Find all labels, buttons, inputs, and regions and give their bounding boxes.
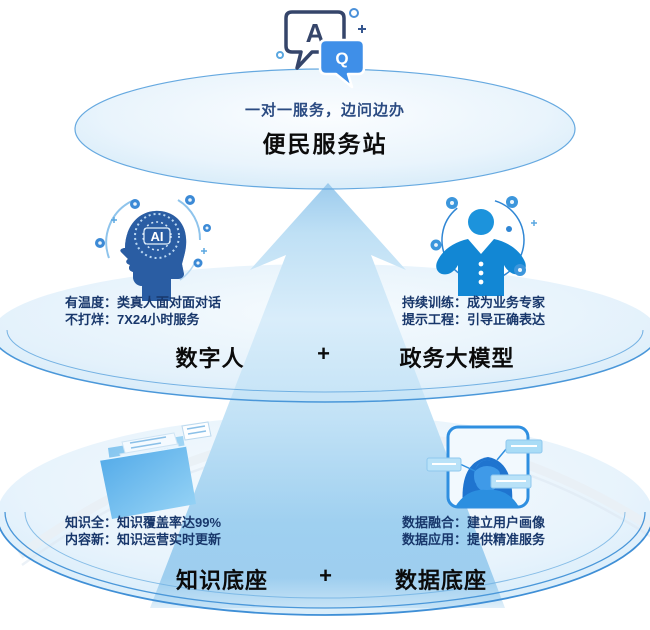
expert-person — [436, 209, 526, 296]
gov-model-features: 持续训练：成为业务专家 提示工程：引导正确表达 — [402, 294, 545, 328]
digital-human-features: 有温度：类真人面对面对话 不打烊：7X24小时服务 — [65, 294, 221, 328]
user-profile-icon — [426, 425, 543, 509]
feature-line: 有温度：类真人面对面对话 — [65, 295, 222, 310]
answer-letter: A — [306, 18, 325, 48]
business-expert-icon — [430, 196, 537, 296]
feature-line: 提示工程：引导正确表达 — [402, 312, 546, 327]
feature-line: 知识全：知识覆盖率达99% — [65, 515, 222, 530]
top-title: 便民服务站 — [262, 131, 388, 157]
ai-digital-human-icon: AI — [95, 195, 211, 301]
chat-qa-icon: A Q — [276, 8, 366, 89]
ai-label: AI — [151, 229, 164, 244]
woman-silhouette — [455, 457, 519, 507]
knowledge-base-features: 知识全：知识覆盖率达99% 内容新：知识运营实时更新 — [65, 514, 221, 548]
label-knowledge-base: 知识底座 — [175, 568, 268, 593]
plus-sign-middle: + — [317, 341, 331, 366]
profile-data-tags — [426, 439, 543, 489]
top-subtitle: 一对一服务，边问边办 — [244, 102, 405, 119]
knowledge-folder-icon — [99, 421, 212, 519]
plus-sign-bottom: + — [319, 563, 333, 588]
feature-line: 内容新：知识运营实时更新 — [65, 532, 222, 547]
feature-line: 数据融合：建立用户画像 — [402, 515, 546, 530]
feature-line: 持续训练：成为业务专家 — [402, 295, 546, 310]
feature-line: 不打烊：7X24小时服务 — [65, 312, 200, 327]
question-letter: Q — [335, 49, 348, 68]
label-digital-human: 数字人 — [175, 346, 245, 371]
label-data-base: 数据底座 — [394, 568, 487, 593]
label-gov-large-model: 政务大模型 — [399, 346, 515, 371]
feature-line: 数据应用：提供精准服务 — [402, 532, 546, 547]
data-base-features: 数据融合：建立用户画像 数据应用：提供精准服务 — [402, 514, 545, 548]
